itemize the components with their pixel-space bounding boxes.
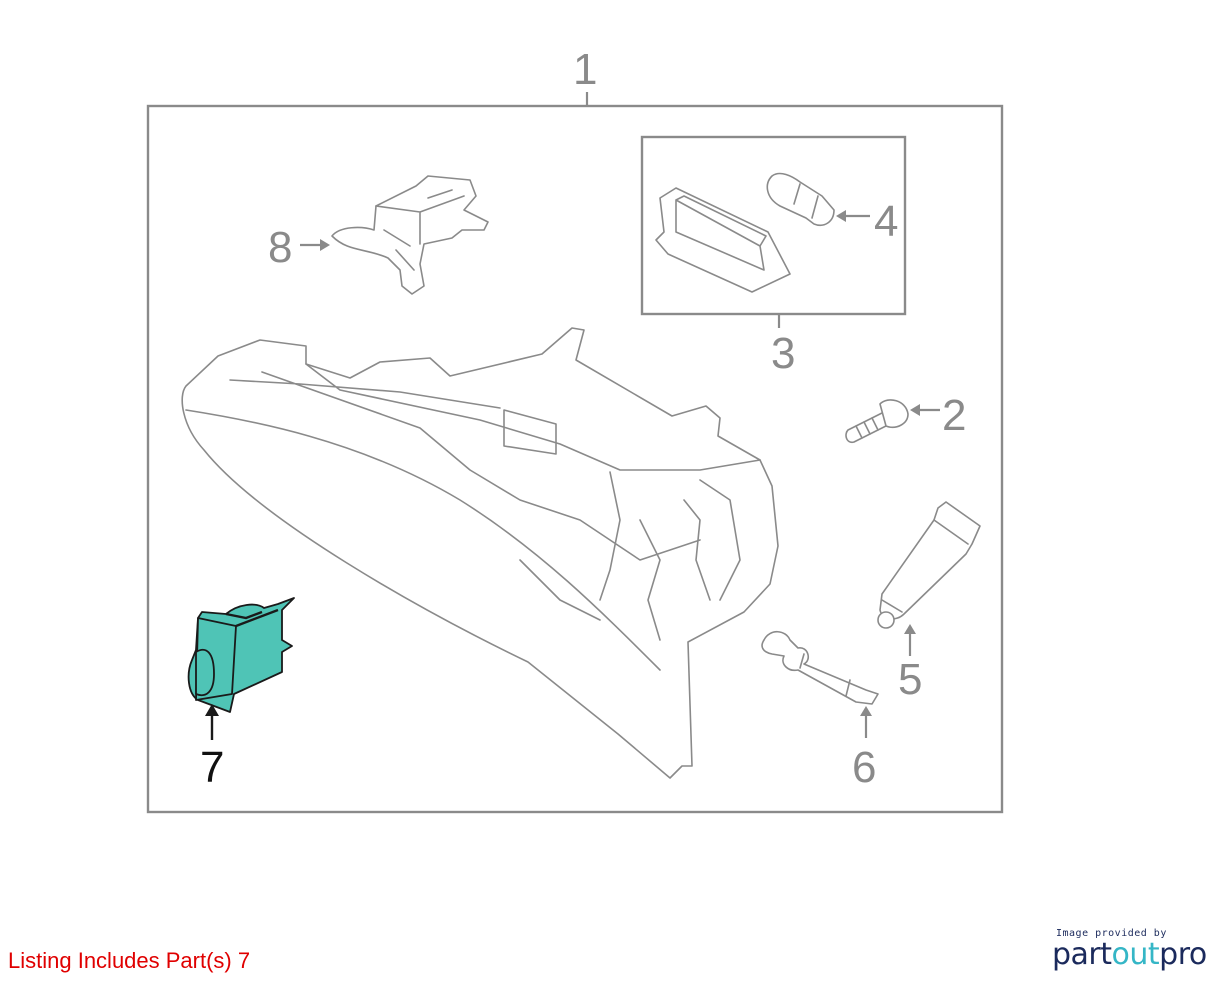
subassembly-frame-3 bbox=[640, 135, 907, 316]
part-1-glove-box[interactable] bbox=[181, 327, 779, 779]
part-7-switch-highlighted[interactable] bbox=[187, 597, 295, 713]
parts-diagram: 1 3 8 4 2 5 bbox=[146, 45, 1004, 814]
callout-2[interactable]: 2 bbox=[942, 391, 966, 440]
logo-out: out bbox=[1111, 937, 1160, 972]
callout-1[interactable]: 1 bbox=[573, 45, 597, 94]
callout-5[interactable]: 5 bbox=[898, 655, 922, 704]
brand-block: Image provided by partoutpro bbox=[1052, 928, 1212, 971]
part-6-pin[interactable] bbox=[761, 630, 879, 738]
brand-caption: Image provided by bbox=[1056, 928, 1167, 939]
callout-3[interactable]: 3 bbox=[771, 329, 795, 378]
listing-note: Listing Includes Part(s) 7 bbox=[8, 948, 251, 973]
part-4-bulb[interactable] bbox=[766, 172, 870, 226]
callout-8[interactable]: 8 bbox=[268, 223, 292, 272]
arrow-7 bbox=[205, 704, 219, 716]
assembly-frame bbox=[146, 104, 1004, 814]
part-2-screw[interactable] bbox=[845, 399, 940, 444]
part-8-latch[interactable] bbox=[300, 175, 489, 295]
callout-4[interactable]: 4 bbox=[874, 197, 898, 246]
callout-6[interactable]: 6 bbox=[852, 743, 876, 792]
logo-pro: pro bbox=[1159, 937, 1207, 972]
part-3-lamp-housing[interactable] bbox=[655, 187, 791, 293]
part-5-damper[interactable] bbox=[877, 501, 981, 656]
partoutpro-logo: partoutpro bbox=[1052, 939, 1212, 971]
logo-part: part bbox=[1052, 937, 1112, 972]
callout-7[interactable]: 7 bbox=[200, 743, 224, 792]
